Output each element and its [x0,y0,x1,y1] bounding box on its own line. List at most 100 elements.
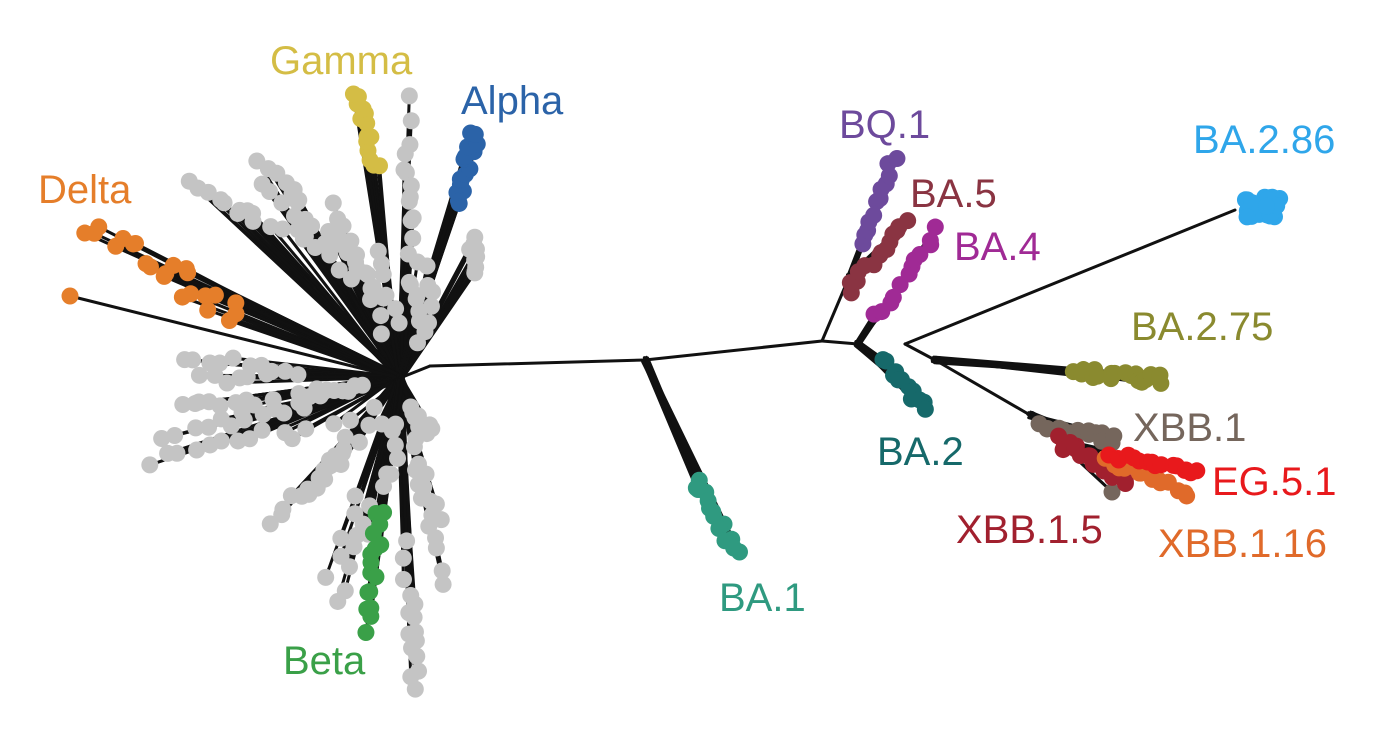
label-ba286: BA.2.86 [1193,118,1335,162]
gray-tip [372,307,390,325]
gray-twig [301,237,404,381]
gray-twig [236,211,400,380]
xbb1-tip [1105,427,1123,445]
gray-tip [389,449,407,467]
alpha-tip [466,125,484,143]
ba275-tip [1089,367,1107,385]
gray-tip [419,277,437,295]
label-alpha: Alpha [461,79,564,123]
delta-tip [61,287,79,305]
gamma-tip [358,127,376,145]
gray-tip [404,229,422,247]
gray-tip [283,184,301,202]
gray-tip [283,430,301,448]
gray-tip [293,487,311,505]
bq1-tip [865,206,883,224]
gray-tip [166,426,184,444]
gray-tip [253,175,271,193]
gray-tip [276,362,294,380]
gray-tip [408,647,426,665]
gray-tip [360,416,378,434]
gray-tip [402,177,420,195]
gray-tip [180,172,198,190]
gray-tip [341,411,359,429]
label-xbb1: XBB.1 [1133,406,1246,450]
gray-tip [365,398,383,416]
delta-long-branch [68,294,402,380]
gray-tip [174,395,192,413]
label-xbb116: XBB.1.16 [1158,522,1327,566]
gray-tip [396,145,414,163]
gray-tip [401,276,419,294]
gamma-tip [344,85,362,103]
delta-tip [173,288,191,306]
gray-tip [340,558,358,576]
label-eg51: EG.5.1 [1212,460,1337,504]
gray-tip [187,419,205,437]
gray-tip [402,112,420,130]
gray-tip [372,325,390,343]
gray-tip [395,161,413,179]
delta-twig [97,225,399,382]
gray-tips [141,87,486,698]
label-xbb15: XBB.1.5 [956,508,1103,552]
gray-tip [420,314,438,332]
ba4-tip [911,245,929,263]
gray-tip [159,444,177,462]
gray-branch [298,238,402,380]
gray-tip [325,415,343,433]
gray-tip [273,506,291,524]
ba4-tip [884,288,902,306]
delta-tip [155,267,173,285]
gray-tip [294,230,312,248]
ba286-tip [1238,208,1256,226]
gray-tip [244,204,262,222]
label-ba275: BA.2.75 [1131,305,1273,349]
gray-tip [261,515,279,533]
gray-tip [394,571,412,589]
delta-tip [227,305,245,323]
gray-twig [400,247,478,382]
gray-tip [427,495,445,513]
gray-tip [324,194,342,212]
beta-tip [362,607,380,625]
gray-tip [418,257,436,275]
gray-tip [233,403,251,421]
ba286-tip [1257,197,1275,215]
gray-tip [141,456,159,474]
gray-tip [229,204,247,222]
gray-tip [394,549,412,567]
label-beta: Beta [283,639,366,683]
gray-tip [418,425,436,443]
gray-tip [466,228,484,246]
gray-tip [387,300,405,318]
gray-tip [433,562,451,580]
delta-tip [114,230,132,248]
gray-tip [406,680,424,698]
gray-tip [422,297,440,315]
gray-tip [377,286,395,304]
gray-tip [390,314,408,332]
ba2-tip [916,400,934,418]
gray-tip [290,385,308,403]
gray-tip [400,192,418,210]
label-ba2: BA.2 [877,430,964,474]
gray-tip [382,465,400,483]
gray-tip [402,212,420,230]
label-ba5: BA.5 [910,172,997,216]
gray-tip [427,539,445,557]
gray-tip [405,438,423,456]
gray-tip [332,529,350,547]
gray-tip [320,222,338,240]
gray-tip [386,436,404,454]
gray-tip [434,575,452,593]
ba275-stem [903,342,937,362]
ba286-branch [903,208,1237,346]
gray-tip [317,568,335,586]
gray-tip [398,532,416,550]
xbb116-tip [1178,487,1196,505]
gray-twig [251,211,400,378]
gray-tip [186,395,204,413]
label-ba4: BA.4 [954,225,1041,269]
gray-tip [229,432,247,450]
